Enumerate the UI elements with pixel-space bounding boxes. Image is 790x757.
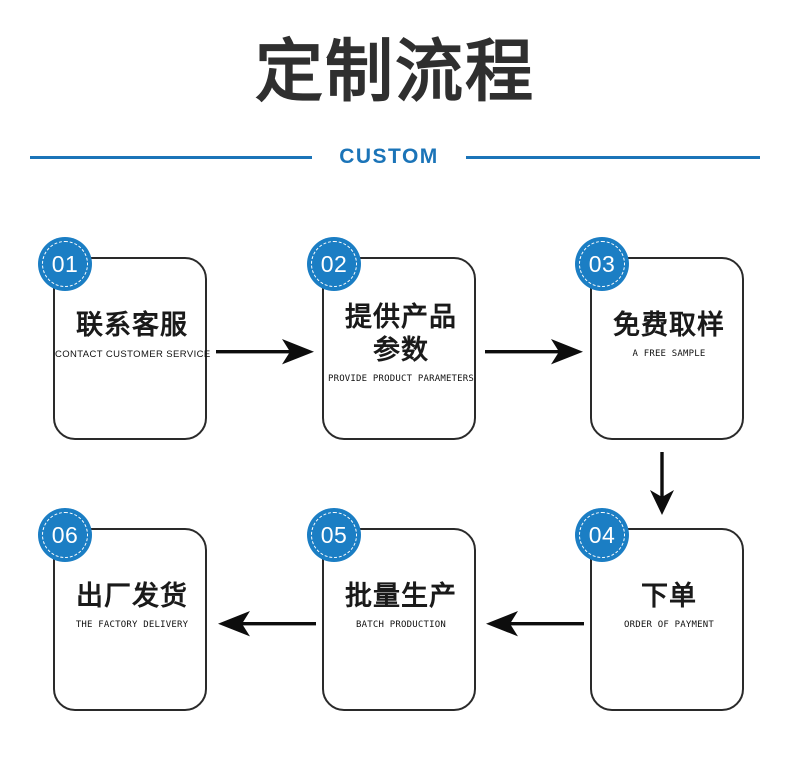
flow-step-badge-02-number: 02	[320, 251, 348, 277]
flow-step-04-title-en: ORDER OF PAYMENT	[624, 620, 714, 630]
flow-step-06-title-en: THE FACTORY DELIVERY	[75, 620, 189, 630]
flow-step-badge-06: 06	[38, 508, 92, 562]
flow-step-card-06-body: 出厂发货 THE FACTORY DELIVERY	[55, 580, 209, 632]
subtitle-row: CUSTOM	[0, 140, 790, 174]
flow-step-card-04[interactable]: 下单 ORDER OF PAYMENT	[590, 528, 744, 711]
page-title: 定制流程	[254, 33, 535, 112]
flow-step-card-05-body: 批量生产 BATCH PRODUCTION	[324, 580, 478, 632]
arrow-step-3-to-4-icon	[650, 452, 674, 515]
page-header: 定制流程 CUSTOM	[0, 0, 790, 190]
flow-step-card-03[interactable]: 免费取样 A FREE SAMPLE	[590, 257, 744, 440]
arrow-step-1-to-2-icon	[216, 339, 314, 365]
flow-step-badge-05-number: 05	[320, 522, 348, 548]
flow-step-badge-06-number: 06	[51, 522, 79, 548]
flow-step-02-title-en: PROVIDE PRODUCT PARAMETERS	[327, 374, 475, 384]
flow-step-03-title-en: A FREE SAMPLE	[632, 349, 706, 359]
flow-step-card-03-body: 免费取样 A FREE SAMPLE	[592, 309, 746, 361]
flow-step-05-title-cn: 批量生产	[345, 581, 457, 612]
flow-step-card-02-body: 提供产品参数 PROVIDE PRODUCT PARAMETERS	[324, 301, 478, 386]
flow-step-01-title-en: CONTACT CUSTOMER SERVICE	[55, 349, 211, 360]
arrow-step-5-to-6-icon	[218, 611, 316, 637]
flow-step-03-title-cn: 免费取样	[613, 310, 725, 341]
flow-step-badge-05: 05	[307, 508, 361, 562]
flow-step-badge-03: 03	[575, 237, 629, 291]
divider-line-left	[30, 156, 312, 159]
flow-step-badge-02: 02	[307, 237, 361, 291]
flow-step-06-title-cn: 出厂发货	[76, 581, 188, 612]
divider-line-right	[466, 156, 760, 159]
flow-step-card-06[interactable]: 出厂发货 THE FACTORY DELIVERY	[53, 528, 207, 711]
flow-step-01-title-cn: 联系客服	[76, 310, 188, 341]
flow-step-badge-04-number: 04	[588, 522, 616, 548]
flow-step-02-title-cn: 提供产品参数	[345, 302, 457, 366]
flow-step-badge-03-number: 03	[588, 251, 616, 277]
flow-step-card-01-body: 联系客服 CONTACT CUSTOMER SERVICE	[55, 309, 211, 361]
flow-step-05-title-en: BATCH PRODUCTION	[356, 620, 446, 630]
flow-step-card-05[interactable]: 批量生产 BATCH PRODUCTION	[322, 528, 476, 711]
arrow-step-4-to-5-icon	[486, 611, 584, 637]
flow-step-card-04-body: 下单 ORDER OF PAYMENT	[592, 580, 746, 632]
flow-step-badge-04: 04	[575, 508, 629, 562]
flow-step-badge-01: 01	[38, 237, 92, 291]
flow-step-card-02[interactable]: 提供产品参数 PROVIDE PRODUCT PARAMETERS	[322, 257, 476, 440]
flow-step-card-01[interactable]: 联系客服 CONTACT CUSTOMER SERVICE	[53, 257, 211, 440]
flow-step-04-title-cn: 下单	[641, 581, 697, 612]
arrow-step-2-to-3-icon	[485, 339, 583, 365]
flow-step-badge-01-number: 01	[51, 251, 79, 277]
page-subtitle: CUSTOM	[339, 145, 439, 168]
